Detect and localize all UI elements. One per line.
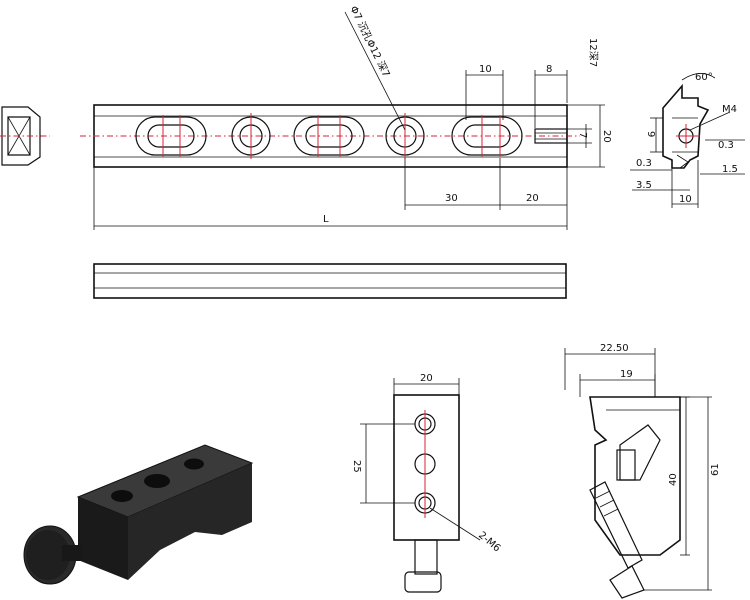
- dim-thread-depth: 7: [577, 132, 588, 138]
- hole-1: [231, 113, 271, 159]
- clamp-side-dim-61: 61: [710, 463, 721, 476]
- profile-dim-1-5: 1.5: [722, 164, 738, 175]
- clamp-front-thread-callout: 2-M6: [476, 530, 502, 554]
- dim-pitch: 30: [445, 193, 458, 204]
- profile-dim-0-3-right: 0.3: [718, 140, 734, 151]
- clamp-block-photo: [23, 444, 254, 585]
- hole-2: [385, 113, 425, 159]
- clamp-side-dim-19: 19: [620, 369, 633, 380]
- clamp-side-dim-22-50: 22.50: [600, 343, 629, 354]
- hole-callout: Φ7 沉孔Φ12 深7: [347, 4, 393, 79]
- rail-top-view: Φ7 沉孔Φ12 深7 10 8 12深7 7 20 30 20 L: [80, 4, 612, 230]
- profile-dim-3-5: 3.5: [636, 180, 652, 191]
- slot-1: [135, 115, 207, 157]
- rail-profile-section: 60° M4 9 0.3 0.3 1.5 3.5 10: [630, 72, 745, 208]
- rail-end-view: [0, 106, 50, 166]
- slot-2: [293, 115, 365, 157]
- clamp-front-view: 20 25 2-M6: [351, 373, 502, 593]
- side-threaded-hole: [534, 128, 568, 144]
- clamp-front-dim-spacing: 25: [351, 460, 362, 473]
- profile-dim-10: 10: [679, 194, 692, 205]
- dim-end-width: 8: [546, 64, 552, 75]
- profile-thread: M4: [722, 104, 737, 115]
- clamp-front-dim-width: 20: [420, 373, 433, 384]
- profile-dim-0-3-left: 0.3: [636, 158, 652, 169]
- dim-length: L: [323, 214, 329, 225]
- dim-height: 20: [601, 130, 612, 143]
- counterbore-depth: 12深7: [587, 38, 599, 67]
- dim-end-offset: 20: [526, 193, 539, 204]
- slot-3: [451, 115, 523, 157]
- profile-angle: 60°: [695, 72, 713, 83]
- rail-side-view: [93, 263, 567, 299]
- profile-dim-9: 9: [645, 131, 656, 137]
- clamp-side-view: 22.50 19 40 61: [564, 343, 721, 599]
- clamp-side-dim-40: 40: [668, 473, 679, 486]
- dim-slot-width: 10: [479, 64, 492, 75]
